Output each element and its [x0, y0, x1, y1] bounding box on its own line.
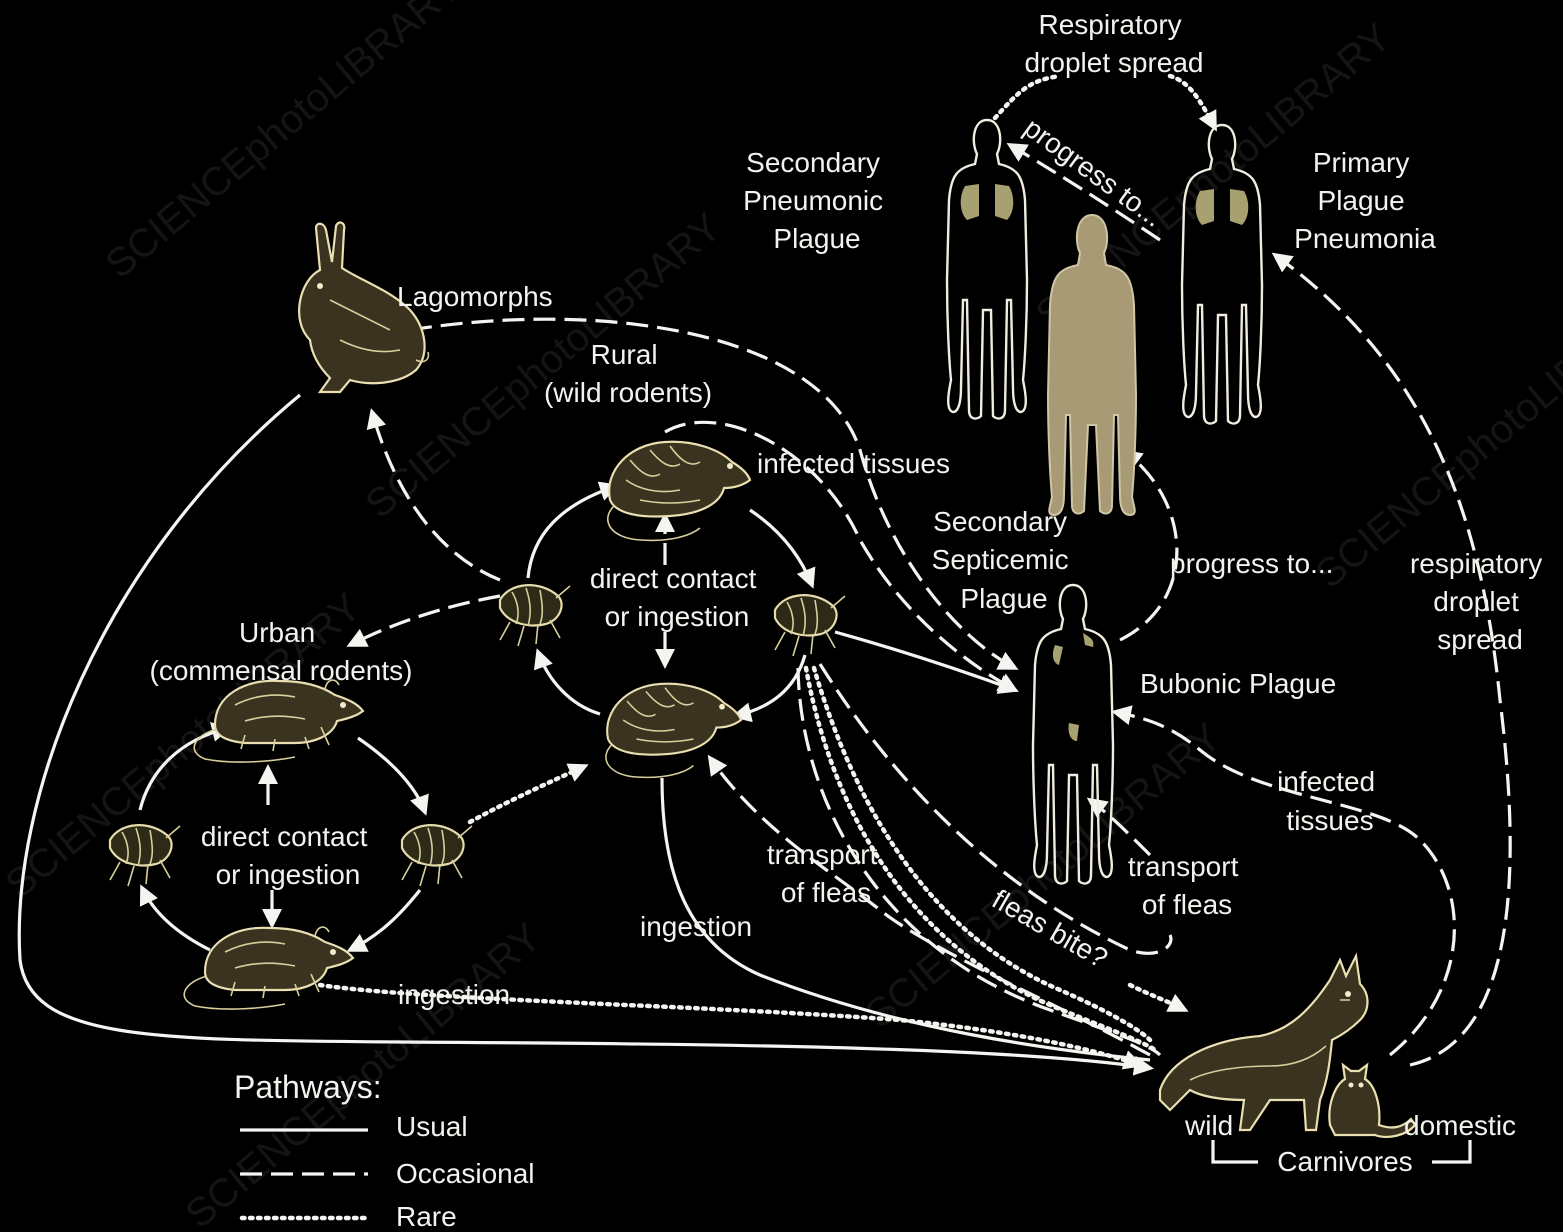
carnivore-domestic: [1329, 1065, 1415, 1137]
label-respiratory-droplet-top: Respiratory droplet spread: [1024, 9, 1203, 78]
rural-rodent-bottom: [606, 684, 741, 778]
label-direct-contact-urban: direct contact or ingestion: [201, 821, 375, 890]
label-lagomorphs: Lagomorphs: [397, 281, 553, 312]
urban-flea-right: [402, 825, 472, 886]
watermark: SCIENCEphotoLIBRARY: [98, 0, 470, 287]
label-respiratory-droplet-right: respiratory droplet spread: [1410, 548, 1550, 655]
human-secondary-pneumonic: [947, 120, 1027, 418]
legend-label-rare: Rare: [396, 1201, 457, 1232]
label-transport-fleas-right: transport of fleas: [1128, 851, 1246, 920]
label-ingestion-bottom: ingestion: [398, 979, 510, 1010]
fleas-bite-arrow: [1130, 985, 1185, 1010]
urban-flea-left: [110, 825, 180, 886]
label-secondary-septicemic: Secondary Septicemic Plague: [932, 506, 1077, 614]
label-direct-contact-rural: direct contact or ingestion: [590, 563, 764, 632]
rural-flea-right: [775, 595, 845, 656]
urban-flea-to-rural-arrow: [470, 766, 585, 822]
urban-cycle-arrow: [350, 890, 420, 950]
respiratory-droplet-top-arrow: [995, 76, 1215, 128]
label-ingestion-center: ingestion: [640, 911, 752, 942]
rural-flea-to-bubonic-arrow: [835, 632, 1015, 690]
legend-label-usual: Usual: [396, 1111, 468, 1142]
legend-label-occasional: Occasional: [396, 1158, 535, 1189]
flea-to-urban-arrow: [350, 596, 500, 645]
legend-title: Pathways:: [234, 1069, 382, 1105]
rural-cycle-arrow: [735, 655, 805, 716]
label-secondary-pneumonic: Secondary Pneumonic Plague: [743, 147, 891, 254]
carnivore-respiratory-arrow: [1275, 255, 1510, 1065]
urban-cycle-arrow: [142, 888, 210, 950]
urban-cycle-arrow: [358, 738, 425, 812]
rural-cycle-arrow: [538, 652, 600, 714]
label-domestic: domestic: [1404, 1110, 1516, 1141]
label-primary-plague-pneumonia: Primary Plague Pneumonia: [1294, 147, 1436, 254]
label-wild: wild: [1184, 1110, 1233, 1141]
label-carnivores: Carnivores: [1277, 1146, 1412, 1177]
rural-rodent-top: [608, 442, 750, 541]
urban-rodent-bottom: [184, 927, 353, 1009]
label-bubonic-plague: Bubonic Plague: [1140, 668, 1336, 699]
label-progress-to-mid: progress to...: [1170, 548, 1333, 579]
rural-flea-left: [500, 585, 570, 646]
label-infected-tissues-upper: infected tissues: [757, 448, 950, 479]
